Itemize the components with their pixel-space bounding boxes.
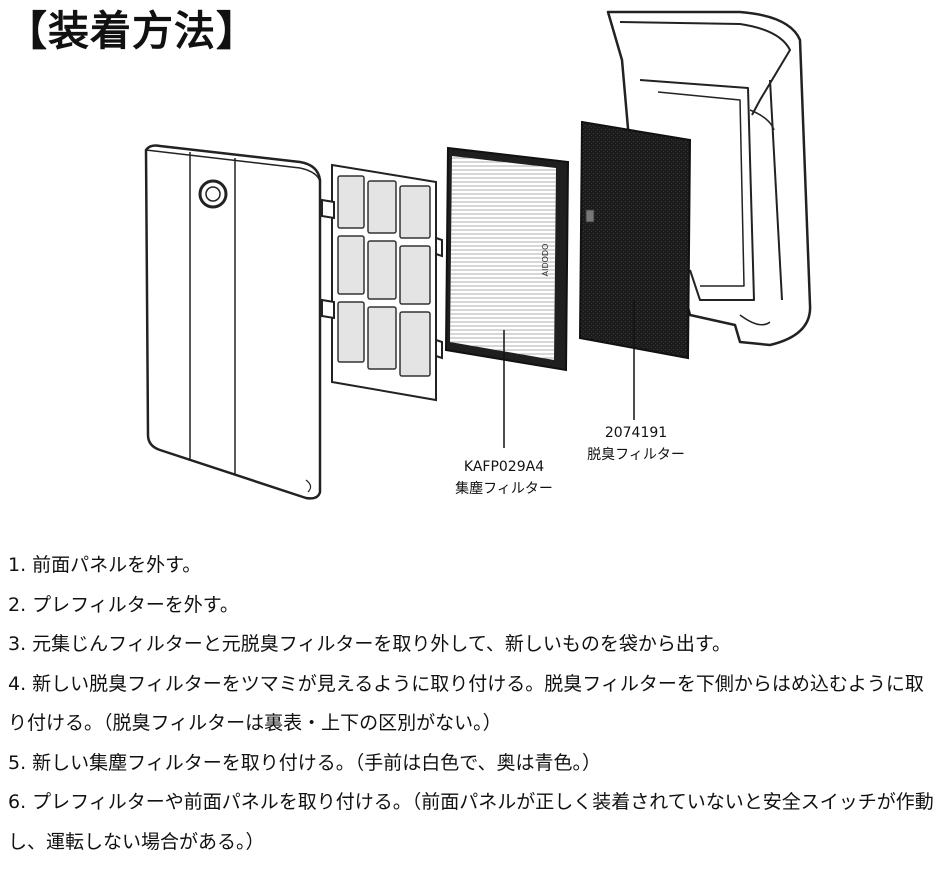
deodorizing-filter (578, 120, 692, 420)
deodor-filter-name: 脱臭フィルター (587, 447, 685, 463)
step-item: 4. 新しい脱臭フィルターをツマミが見えるように取り付ける。脱臭フィルターを下側… (8, 672, 924, 735)
filter-tab-icon (585, 209, 595, 223)
page-title: 【装着方法】 (6, 7, 258, 55)
step-item: 6. プレフィルターや前面パネルを取り付ける。（前面パネルが正しく装着されていな… (8, 791, 934, 853)
instruction-steps: 1. 前面パネルを外す。 2. プレフィルターを外す。 3. 元集じんフィルター… (8, 546, 936, 862)
installation-diagram: AIDODO (144, 10, 812, 500)
step-item: 1. 前面パネルを外す。 (8, 554, 202, 576)
filter-brand-text: AIDODO (541, 244, 550, 277)
step-item: 2. プレフィルターを外す。 (8, 593, 239, 616)
front-panel (144, 144, 322, 500)
dust-filter-label: KAFP029A4 集塵フィルター (437, 456, 571, 500)
step-item: 5. 新しい集塵フィルターを取り付ける。（手前は白色で、奥は青色。） (8, 751, 602, 774)
pre-filter (321, 163, 443, 402)
dust-filter-name: 集塵フィルター (455, 481, 553, 497)
dust-filter-model: KAFP029A4 (463, 459, 545, 475)
deodor-filter-model: 2074191 (604, 425, 668, 441)
deodor-filter-label: 2074191 脱臭フィルター (574, 422, 698, 466)
step-item: 3. 元集じんフィルターと元脱臭フィルターを取り外して、新しいものを袋から出す。 (8, 633, 731, 655)
dust-collection-filter: AIDODO (444, 146, 570, 448)
